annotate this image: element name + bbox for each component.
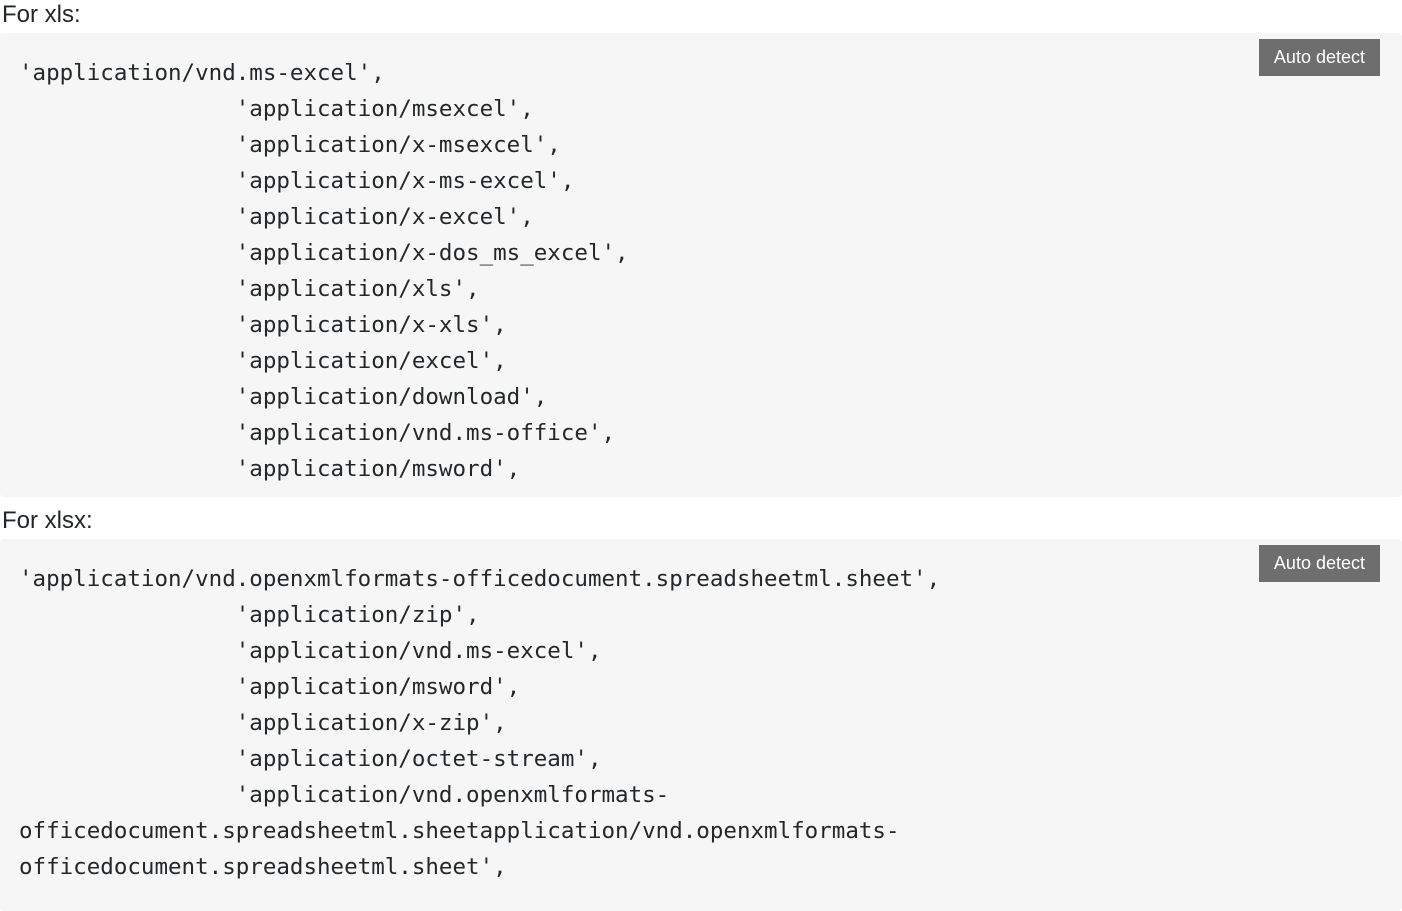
code-block-xls: Auto detect 'application/vnd.ms-excel', … xyxy=(0,33,1402,497)
code-block-xlsx: Auto detect 'application/vnd.openxmlform… xyxy=(0,539,1402,911)
section-heading-xlsx: For xlsx: xyxy=(2,507,93,534)
auto-detect-button[interactable]: Auto detect xyxy=(1258,39,1380,76)
auto-detect-button[interactable]: Auto detect xyxy=(1258,545,1380,582)
code-content-xlsx: 'application/vnd.openxmlformats-officedo… xyxy=(19,566,941,880)
section-heading-xls: For xls: xyxy=(2,1,81,28)
code-content-xls: 'application/vnd.ms-excel', 'application… xyxy=(19,60,629,482)
